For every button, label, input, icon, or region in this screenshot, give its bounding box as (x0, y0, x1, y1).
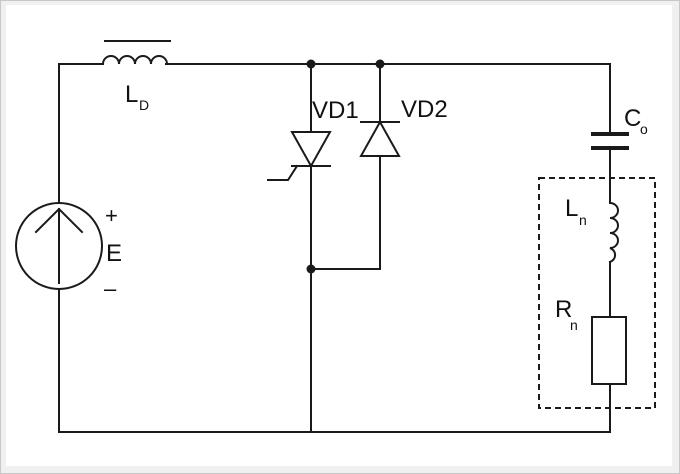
source-e-label: E (106, 240, 122, 267)
inductor-ln-subscript: n (579, 212, 587, 228)
junction-dot (306, 59, 316, 69)
thyristor-vd1-symbol (267, 131, 332, 181)
capacitor-co-symbol (591, 132, 629, 150)
junction-dot (306, 264, 316, 274)
inductor-ln-label: L (565, 195, 578, 222)
junction-dot (375, 59, 385, 69)
capacitor-co-label: C (624, 105, 641, 132)
diode-vd2-label: VD2 (401, 96, 448, 123)
wires (58, 63, 611, 433)
inductor-ln-symbol (608, 201, 619, 264)
capacitor-co-subscript: o (640, 121, 648, 137)
voltage-source-symbol (15, 202, 103, 290)
inductor-ld-subscript: D (139, 97, 149, 113)
junctions (306, 59, 385, 274)
resistor-rn-subscript: n (570, 317, 578, 333)
diagram-panel (6, 5, 672, 466)
thyristor-vd1-label: VD1 (312, 97, 359, 124)
source-plus-sign: + (105, 203, 118, 228)
diode-vd2-symbol (359, 119, 401, 157)
resistor-rn-symbol (591, 316, 627, 385)
inductor-ld-symbol (101, 40, 171, 66)
source-minus-sign: – (104, 276, 117, 301)
inductor-ld-label: L (125, 81, 138, 108)
resistor-rn-label: R (555, 296, 572, 323)
load-dashed-box (538, 177, 656, 409)
